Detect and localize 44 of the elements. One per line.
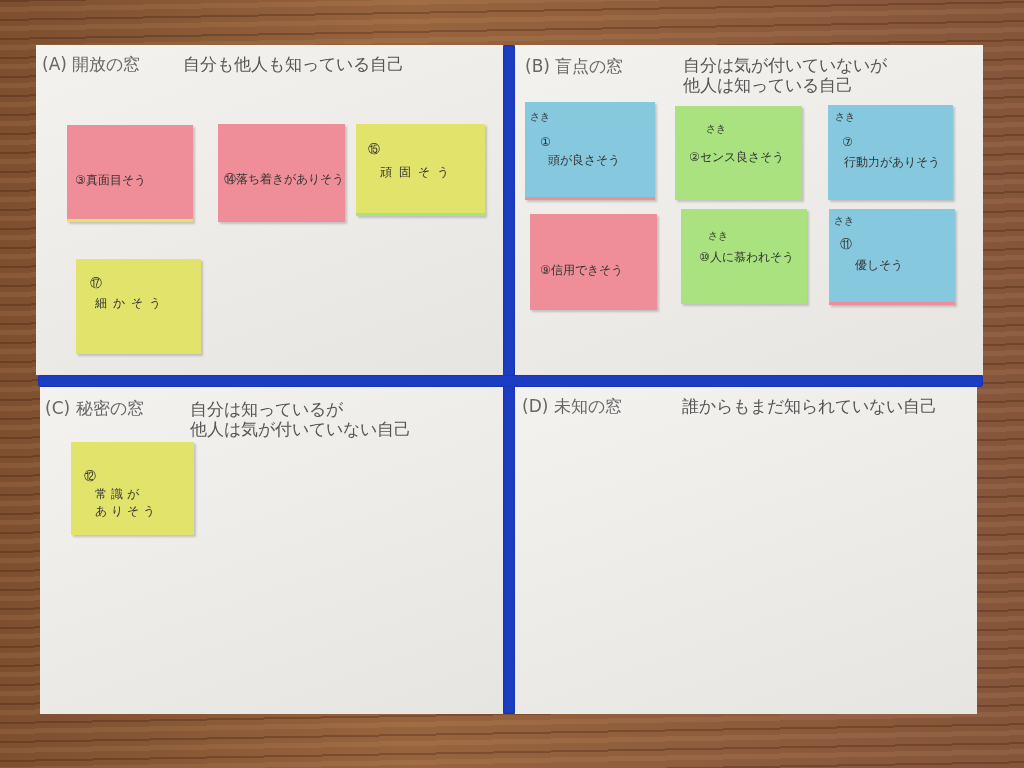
author-name: さき — [708, 229, 728, 242]
note-number: ① — [540, 136, 551, 149]
note-number: ⑦ — [842, 136, 853, 149]
note-text: ⑨信用できそう — [540, 262, 623, 279]
quadrant-title: (C) 秘密の窓 — [45, 398, 144, 418]
quadrant-description: 自分も他人も知っている自己 — [183, 54, 404, 74]
quadrant-title: (D) 未知の窓 — [522, 396, 622, 416]
note-text: 頑固そう — [380, 164, 456, 181]
sticky-note — [76, 259, 201, 354]
quadrant-title: (B) 盲点の窓 — [525, 56, 624, 76]
sticky-note — [681, 209, 807, 304]
quadrant-description: 自分は気が付いていないが他人は知っている自己 — [683, 55, 888, 95]
note-text: 行動力がありそう — [844, 154, 940, 171]
quadrant-panel — [36, 45, 503, 375]
note-text: ⑭落ち着きがありそう — [224, 171, 344, 188]
note-text: ⑩人に慕われそう — [699, 249, 794, 266]
sticky-note — [525, 102, 655, 200]
note-text: ②センス良さそう — [689, 149, 784, 166]
sticky-note — [67, 125, 193, 222]
sticky-note — [356, 124, 485, 216]
quadrant-panel — [515, 45, 983, 375]
author-name: さき — [834, 214, 854, 227]
note-text: 常識がありそう — [95, 486, 160, 520]
note-text: 優しそう — [855, 257, 903, 274]
sticky-note — [530, 214, 657, 310]
quadrant-description: 誰からもまだ知られていない自己 — [682, 396, 937, 416]
note-number: ⑮ — [368, 143, 380, 156]
author-name: さき — [530, 110, 550, 123]
note-text: 頭が良さそう — [548, 152, 620, 169]
quadrant-panel — [515, 387, 977, 714]
note-number: ⑰ — [90, 277, 102, 290]
sticky-note — [218, 124, 345, 222]
author-name: さき — [706, 122, 726, 135]
note-text: 細かそう — [95, 295, 167, 312]
sticky-note — [829, 209, 955, 305]
note-number: ⑫ — [84, 470, 96, 483]
quadrant-title: (A) 開放の窓 — [42, 54, 141, 74]
sticky-note — [828, 105, 953, 200]
sticky-note — [675, 106, 802, 200]
note-text: ③真面目そう — [75, 172, 146, 189]
author-name: さき — [835, 110, 855, 123]
sticky-note — [71, 442, 194, 535]
note-number: ⑪ — [840, 238, 852, 251]
quadrant-panel — [40, 387, 503, 714]
